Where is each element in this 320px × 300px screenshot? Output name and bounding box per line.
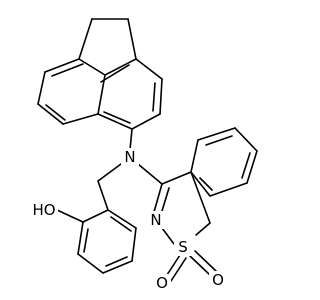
bond	[189, 255, 212, 277]
bond	[102, 260, 133, 274]
bond	[83, 228, 89, 253]
bond	[161, 171, 192, 185]
bond	[82, 209, 109, 223]
bond	[100, 64, 130, 83]
bond	[110, 216, 132, 232]
bond	[37, 71, 46, 105]
bond	[77, 253, 104, 274]
bond	[107, 209, 137, 229]
label-mask	[209, 271, 227, 289]
bond	[97, 163, 122, 182]
bond	[78, 18, 93, 60]
bond	[78, 58, 106, 76]
bond	[77, 221, 84, 255]
label-mask	[121, 148, 139, 166]
bond	[56, 209, 84, 223]
bond	[170, 257, 187, 282]
bond	[129, 128, 133, 151]
structure-diagram: N N S O O HO	[30, 18, 258, 292]
hydroxyl-label: HO	[32, 201, 55, 219]
oxygen-sulfonyl-label: O	[156, 274, 168, 292]
bond	[194, 250, 217, 272]
bond	[153, 183, 163, 213]
nitrogen-ring-label: N	[150, 211, 161, 229]
bond	[190, 171, 211, 224]
bond	[45, 104, 66, 121]
bond	[209, 182, 248, 197]
bond	[37, 103, 64, 125]
bond	[246, 150, 258, 184]
bond	[62, 113, 99, 125]
bond	[44, 58, 80, 73]
bond-lines	[37, 18, 258, 282]
label-mask	[30, 201, 58, 219]
bond	[105, 256, 128, 267]
bond	[152, 82, 156, 112]
bond	[127, 18, 137, 60]
bond	[97, 113, 133, 130]
bond	[135, 58, 163, 80]
atom-labels: N N S O O HO	[30, 148, 227, 292]
bond	[97, 180, 109, 211]
bond	[51, 63, 84, 77]
bond	[97, 74, 106, 115]
bond	[241, 152, 251, 179]
bond	[161, 227, 175, 245]
label-mask	[174, 238, 192, 256]
bond	[190, 139, 199, 173]
label-mask	[147, 211, 165, 229]
label-mask	[153, 274, 171, 292]
bond	[190, 171, 211, 197]
molecule-drawing: N N S O O HO	[30, 18, 258, 292]
bond	[199, 177, 213, 191]
bond	[131, 113, 161, 130]
bond	[195, 222, 211, 236]
bond	[131, 227, 137, 262]
bond	[205, 135, 233, 146]
nitrogen-amine-label: N	[124, 148, 135, 166]
bond	[161, 187, 170, 212]
oxygen-sulfonyl-label: O	[212, 271, 224, 289]
sulfur-label: S	[178, 238, 188, 256]
bond	[103, 111, 131, 124]
bond	[159, 78, 163, 115]
bond	[104, 58, 137, 76]
bond	[137, 163, 163, 185]
bond	[234, 127, 258, 152]
bond	[197, 127, 236, 141]
